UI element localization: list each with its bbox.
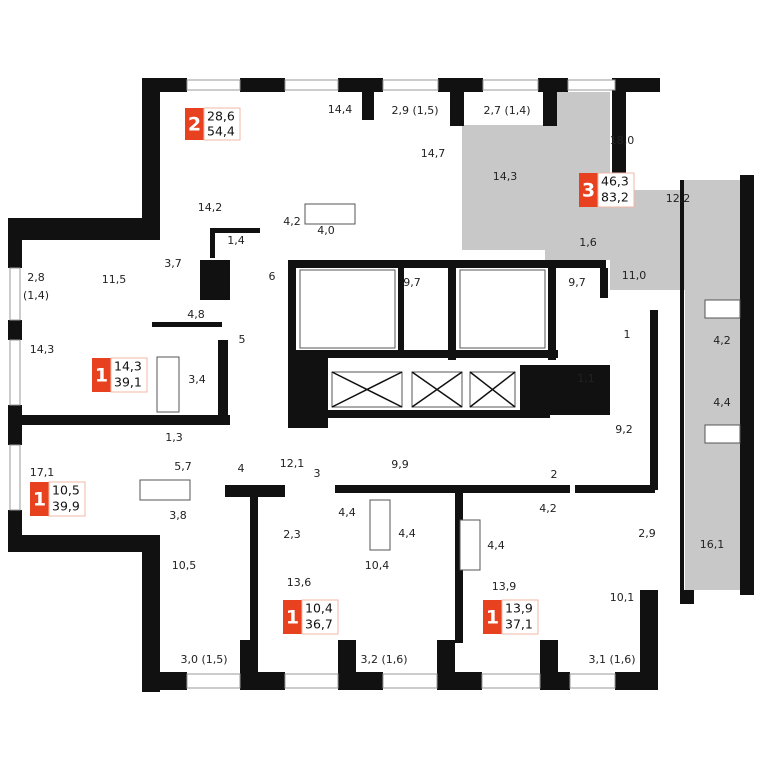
room-label: 9,7 xyxy=(568,276,586,289)
bathtub-icon xyxy=(369,499,391,551)
room-label: 18,0 xyxy=(610,134,635,147)
apartment-badge-2-room[interactable]: 2 28,6 54,4 xyxy=(185,107,241,141)
room-label: 2,9 (1,5) xyxy=(391,104,438,117)
stairwell-and-elevators xyxy=(139,203,741,571)
total-area: 83,2 xyxy=(601,190,629,205)
room-label: 3,7 xyxy=(164,257,182,270)
room-label: 13,9 xyxy=(492,580,517,593)
room-label: 4,0 xyxy=(317,224,335,237)
total-area: 37,1 xyxy=(505,617,533,632)
bathtub-icon xyxy=(156,356,180,413)
room-count: 2 xyxy=(188,114,201,136)
room-count: 1 xyxy=(286,607,299,629)
room-label: 4,2 xyxy=(539,502,557,515)
living-area: 14,3 xyxy=(114,359,142,374)
room-label: 4,2 xyxy=(713,334,731,347)
room-label: (1,4) xyxy=(23,289,49,302)
room-label: 13,6 xyxy=(287,576,312,589)
highlighted-apartment-3 xyxy=(462,92,740,590)
room-label: 14,2 xyxy=(198,201,223,214)
room-label: 16,1 xyxy=(700,538,725,551)
room-label: 12,2 xyxy=(666,192,691,205)
room-label: 2,8 xyxy=(27,271,45,284)
room-label: 5,7 xyxy=(174,460,192,473)
room-label: 14,3 xyxy=(30,343,55,356)
room-count: 3 xyxy=(582,180,595,202)
room-label: 9,9 xyxy=(391,458,409,471)
room-labels: 14,4 2,9 (1,5) 2,7 (1,4) 18,0 14,7 14,3 … xyxy=(23,103,731,666)
room-label: 9,7 xyxy=(403,276,421,289)
bathtub-icon xyxy=(139,479,191,501)
living-area: 28,6 xyxy=(207,109,235,124)
room-label: 2,7 (1,4) xyxy=(483,104,530,117)
bathtub-icon xyxy=(704,424,741,444)
room-label: 4,4 xyxy=(713,396,731,409)
bathtub-icon xyxy=(304,203,356,225)
room-label: 10,1 xyxy=(610,591,635,604)
room-label: 17,1 xyxy=(30,466,55,479)
total-area: 54,4 xyxy=(207,124,235,139)
room-label: 2 xyxy=(551,468,558,481)
room-label: 4,8 xyxy=(187,308,205,321)
room-label: 4,4 xyxy=(487,539,505,552)
room-label: 3,4 xyxy=(188,373,206,386)
room-label: 3,8 xyxy=(169,509,187,522)
bathtub-icon xyxy=(459,519,481,571)
room-label: 14,3 xyxy=(493,170,518,183)
room-count: 1 xyxy=(486,607,499,629)
room-label: 2,3 xyxy=(283,528,301,541)
room-label: 1,3 xyxy=(165,431,183,444)
apartment-badge-1-room[interactable]: 1 14,3 39,1 xyxy=(92,357,148,393)
room-count: 1 xyxy=(33,489,46,511)
apartment-badge-1-room[interactable]: 1 13,9 37,1 xyxy=(483,599,539,635)
room-label: 1,4 xyxy=(227,234,245,247)
room-label: 3,2 (1,6) xyxy=(360,653,407,666)
room-label: 4,4 xyxy=(398,527,416,540)
room-label: 4 xyxy=(238,462,245,475)
living-area: 10,5 xyxy=(52,483,80,498)
room-label: 3,0 (1,5) xyxy=(180,653,227,666)
room-label: 12,1 xyxy=(280,457,305,470)
total-area: 36,7 xyxy=(305,617,333,632)
living-area: 10,4 xyxy=(305,601,333,616)
total-area: 39,1 xyxy=(114,375,142,390)
living-area: 46,3 xyxy=(601,174,629,189)
room-label: 3 xyxy=(314,467,321,480)
room-label: 10,4 xyxy=(365,559,390,572)
room-label: 11,5 xyxy=(102,273,127,286)
room-label: 1,1 xyxy=(577,372,595,385)
room-label: 14,4 xyxy=(328,103,353,116)
room-label: 14,7 xyxy=(421,147,446,160)
apartment-badge-3-room[interactable]: 3 46,3 83,2 xyxy=(579,172,635,208)
room-label: 9,2 xyxy=(615,423,633,436)
apartment-badge-1-room[interactable]: 1 10,4 36,7 xyxy=(283,599,339,635)
room-label: 6 xyxy=(269,270,276,283)
exterior-walls xyxy=(8,78,754,692)
room-label: 1,6 xyxy=(579,236,597,249)
interior-walls xyxy=(8,180,684,645)
room-label: 11,0 xyxy=(622,269,647,282)
room-label: 2,9 xyxy=(638,527,656,540)
room-count: 1 xyxy=(95,365,108,387)
room-label: 4,4 xyxy=(338,506,356,519)
total-area: 39,9 xyxy=(52,499,80,514)
bathtub-icon xyxy=(704,299,741,319)
apartment-badge-1-room[interactable]: 1 10,5 39,9 xyxy=(30,481,86,517)
room-label: 10,5 xyxy=(172,559,197,572)
room-label: 5 xyxy=(239,333,246,346)
living-area: 13,9 xyxy=(505,601,533,616)
room-label: 3,1 (1,6) xyxy=(588,653,635,666)
room-label: 4,2 xyxy=(283,215,301,228)
room-label: 1 xyxy=(624,328,631,341)
